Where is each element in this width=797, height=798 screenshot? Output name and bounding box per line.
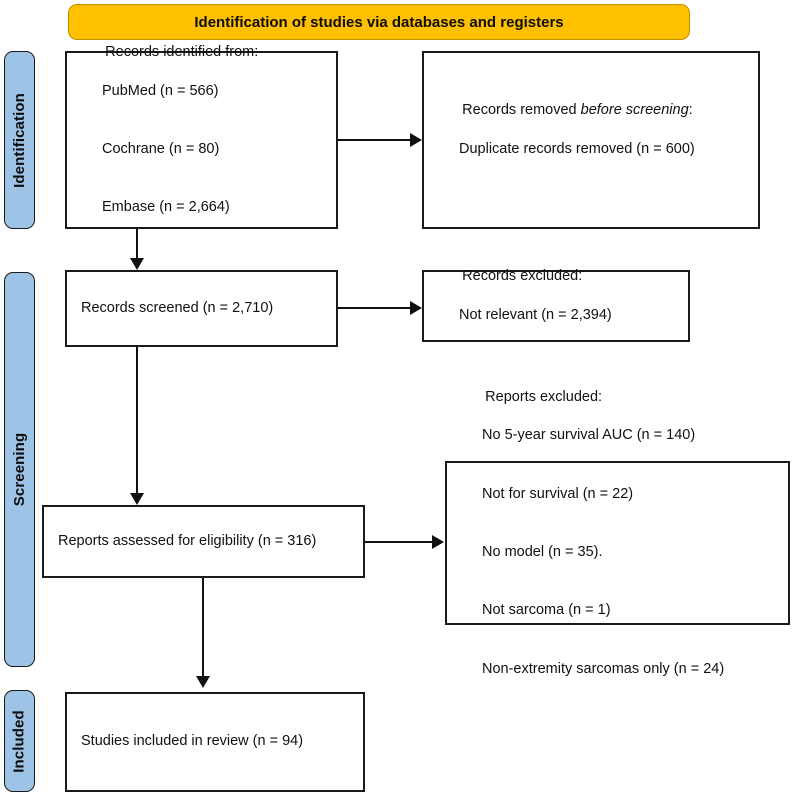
phase-label-included-text: Included <box>11 709 29 773</box>
reports-excluded-heading: Reports excluded: <box>485 388 603 405</box>
box-reports-excluded: Reports excluded: No 5-year survival AUC… <box>445 389 790 677</box>
phase-label-screening: Screening <box>4 272 35 667</box>
arrowhead-assessed-to-reports-excluded <box>432 535 444 549</box>
records-identified-heading: Records identified from: <box>105 43 259 60</box>
box-records-removed-text: Records removed before screening: Duplic… <box>438 82 695 199</box>
reports-excluded-item-not-survival: Not for survival (n = 22) <box>482 485 634 502</box>
header-banner: Identification of studies via databases … <box>68 4 690 40</box>
reports-excluded-item-no-auc: No 5-year survival AUC (n = 140) <box>482 427 696 444</box>
records-identified-item-embase: Embase (n = 2,664) <box>102 199 230 216</box>
box-records-removed: Records removed before screening: Duplic… <box>422 51 760 229</box>
box-studies-included: Studies included in review (n = 94) <box>65 692 365 792</box>
records-removed-heading-suffix: : <box>688 102 693 119</box>
box-studies-included-text: Studies included in review (n = 94) <box>81 733 304 750</box>
records-identified-item-pubmed: PubMed (n = 566) <box>102 82 219 99</box>
arrowhead-identified-to-removed <box>410 133 422 147</box>
box-records-excluded-text: Records excluded: Not relevant (n = 2,39… <box>438 248 612 365</box>
phase-label-identification-text: Identification <box>11 92 29 188</box>
box-reports-excluded-text: Reports excluded: No 5-year survival AUC… <box>461 368 724 718</box>
box-records-excluded: Records excluded: Not relevant (n = 2,39… <box>422 268 690 342</box>
connector-identified-to-removed <box>338 139 410 141</box>
reports-excluded-item-non-extremity: Non-extremity sarcomas only (n = 24) <box>482 660 725 677</box>
header-title: Identification of studies via databases … <box>194 13 564 31</box>
records-removed-item-duplicates: Duplicate records removed (n = 600) <box>459 141 695 157</box>
box-records-identified-text: Records identified from: PubMed (n = 566… <box>81 23 258 256</box>
records-excluded-heading: Records excluded: <box>462 268 583 285</box>
phase-label-identification: Identification <box>4 51 35 229</box>
reports-excluded-item-no-model: No model (n = 35). <box>482 544 603 560</box>
phase-label-included: Included <box>4 690 35 792</box>
phase-label-screening-text: Screening <box>11 432 28 507</box>
box-records-identified: Records identified from: PubMed (n = 566… <box>65 44 338 229</box>
connector-assessed-to-included <box>202 578 204 678</box>
records-removed-heading-italic: before screening <box>580 102 689 119</box>
records-removed-heading-prefix: Records removed <box>462 102 581 119</box>
box-reports-assessed-text: Reports assessed for eligibility (n = 31… <box>58 532 317 549</box>
connector-screened-to-assessed <box>136 347 138 495</box>
box-records-screened-text: Records screened (n = 2,710) <box>81 299 274 316</box>
connector-screened-to-excluded <box>338 307 410 309</box>
records-excluded-item-not-relevant: Not relevant (n = 2,394) <box>459 307 612 323</box>
connector-assessed-to-reports-excluded <box>365 541 433 543</box>
reports-excluded-item-not-sarcoma: Not sarcoma (n = 1) <box>482 602 611 619</box>
arrowhead-assessed-to-included <box>196 676 210 688</box>
box-reports-assessed: Reports assessed for eligibility (n = 31… <box>42 505 365 578</box>
records-identified-item-cochrane: Cochrane (n = 80) <box>102 141 220 157</box>
arrowhead-screened-to-assessed <box>130 493 144 505</box>
records-removed-heading: Records removed before screening: <box>462 102 693 118</box>
box-records-screened: Records screened (n = 2,710) <box>65 270 338 347</box>
arrowhead-identified-to-screened <box>130 258 144 270</box>
connector-identified-to-screened <box>136 229 138 260</box>
arrowhead-screened-to-excluded <box>410 301 422 315</box>
